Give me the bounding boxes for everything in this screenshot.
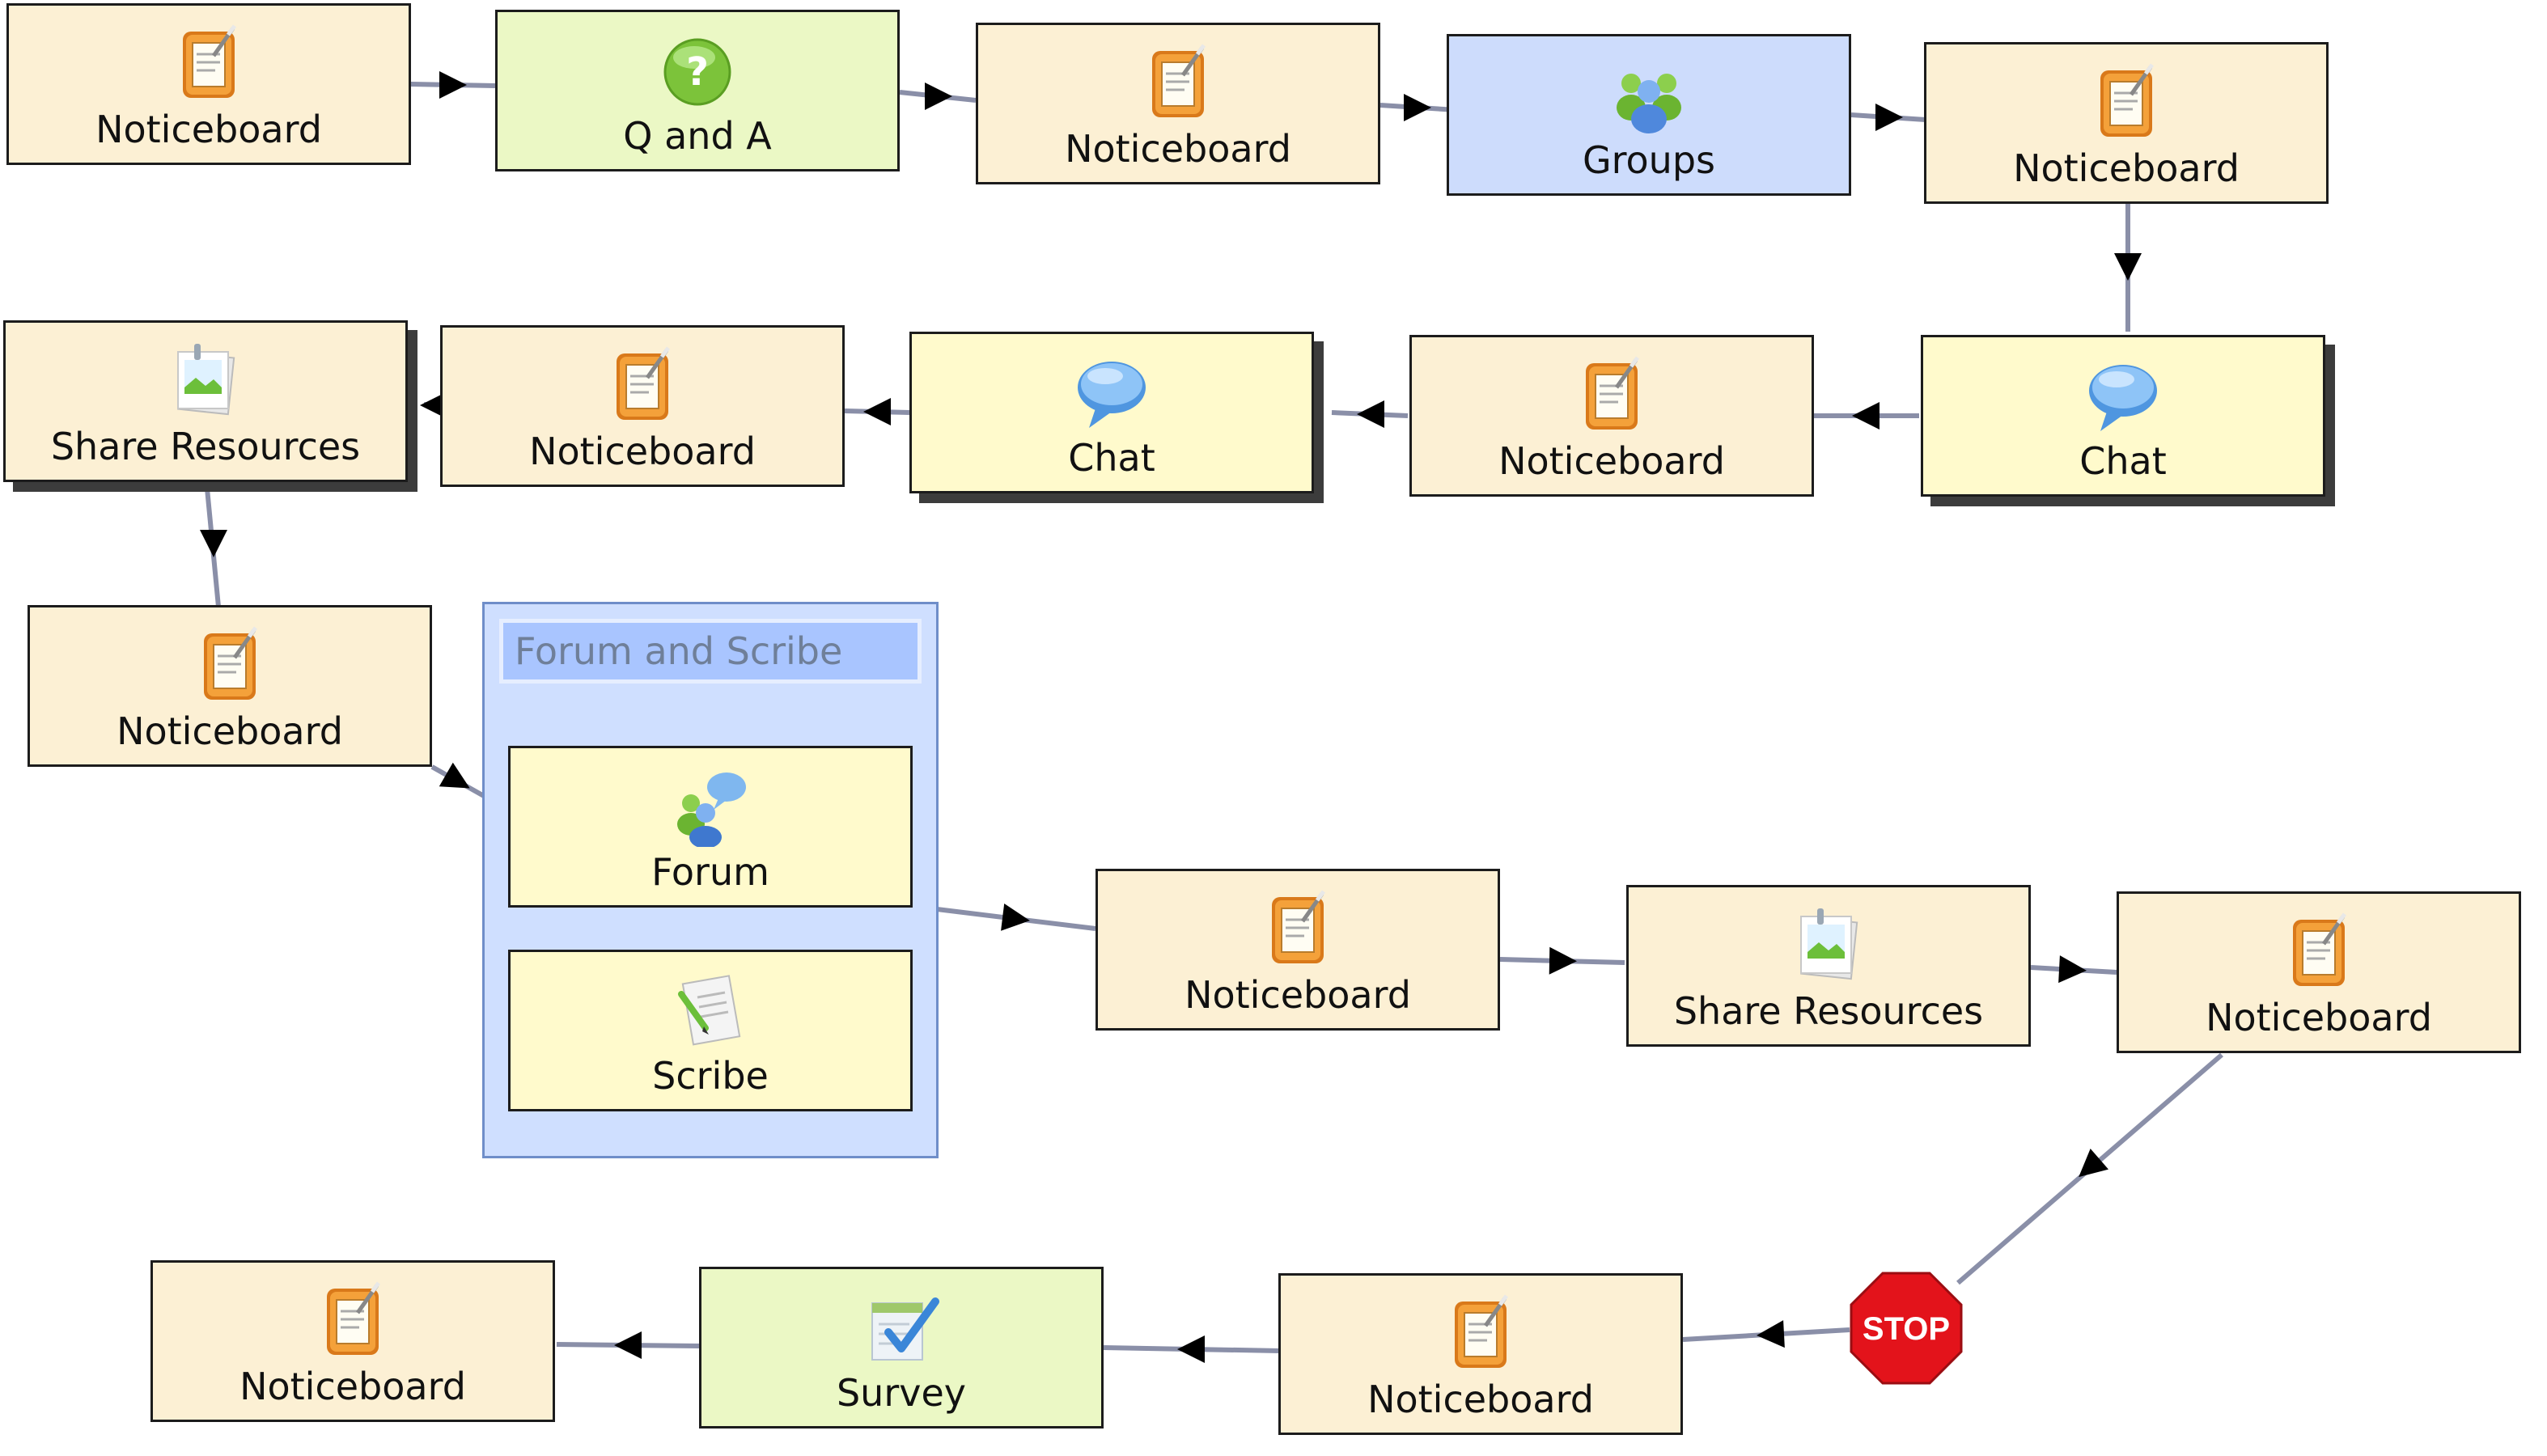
arrowhead (439, 762, 470, 789)
noticeboard-icon (168, 23, 249, 104)
scribe-icon (670, 970, 751, 1051)
activity-node-noticeboard[interactable]: Noticeboard (440, 325, 845, 487)
arrowhead (2058, 955, 2087, 984)
arrowhead (1357, 400, 1384, 428)
activity-node-chat[interactable]: Chat (1921, 335, 2325, 497)
activity-label: Noticeboard (117, 709, 343, 753)
noticeboard-icon (1257, 889, 1338, 970)
noticeboard-icon (189, 625, 270, 706)
activity-label: Forum (651, 850, 769, 894)
activity-label: Share Resources (1673, 989, 1984, 1033)
noticeboard-icon (1440, 1293, 1521, 1374)
arrowhead (1001, 904, 1030, 931)
stop-sign-icon[interactable]: STOP (1850, 1272, 1963, 1385)
arrowhead (614, 1331, 642, 1359)
arrowhead (1852, 402, 1880, 430)
activity-node-groups[interactable]: Groups (1447, 34, 1851, 196)
activity-label: Q and A (623, 114, 772, 158)
noticeboard-icon (2086, 62, 2167, 143)
activity-node-noticeboard[interactable]: Noticeboard (1278, 1273, 1683, 1435)
share-resources-icon (1788, 905, 1869, 986)
arrowhead (2114, 253, 2142, 281)
activity-node-noticeboard[interactable]: Noticeboard (976, 23, 1380, 184)
activity-node-noticeboard[interactable]: Noticeboard (150, 1260, 555, 1422)
arrowhead (1875, 104, 1903, 131)
arrowhead (200, 530, 227, 557)
noticeboard-icon (312, 1280, 393, 1361)
activity-label: Noticeboard (2013, 146, 2240, 190)
activity-label: Noticeboard (1185, 973, 1411, 1017)
activity-node-forum[interactable]: Forum (508, 746, 913, 908)
arrowhead (925, 83, 952, 110)
activity-label: Noticeboard (239, 1365, 466, 1408)
activity-label: Noticeboard (1065, 127, 1291, 171)
activity-label: Noticeboard (529, 430, 756, 473)
activity-node-survey[interactable]: Survey (699, 1267, 1104, 1428)
noticeboard-icon (2278, 912, 2359, 993)
activity-node-noticeboard[interactable]: Noticeboard (1096, 869, 1500, 1031)
chat-icon (1071, 352, 1152, 433)
activity-node-noticeboard[interactable]: Noticeboard (1409, 335, 1814, 497)
activity-label: Share Resources (50, 425, 361, 468)
survey-icon (861, 1287, 942, 1368)
noticeboard-icon (1138, 43, 1218, 124)
share-resources-icon (165, 341, 246, 421)
noticeboard-icon (602, 345, 683, 426)
forum-icon (670, 766, 751, 847)
activity-label: Chat (2079, 439, 2167, 483)
arrowhead (863, 398, 891, 425)
activity-label: Survey (836, 1371, 966, 1415)
activity-label: Noticeboard (1367, 1378, 1594, 1421)
arrowhead (1404, 94, 1431, 121)
groups-icon (1608, 54, 1689, 135)
activity-node-share[interactable]: Share Resources (1626, 885, 2031, 1047)
question-icon: ? (657, 30, 738, 111)
arrowhead (1177, 1335, 1205, 1363)
arrowhead (1549, 946, 1577, 975)
activity-label: Chat (1068, 436, 1155, 480)
svg-text:?: ? (686, 49, 709, 95)
arrowhead (439, 71, 467, 99)
activity-node-noticeboard[interactable]: Noticeboard (6, 3, 411, 165)
activity-label: Noticeboard (1498, 439, 1725, 483)
activity-label: Noticeboard (2206, 996, 2432, 1039)
activity-node-noticeboard[interactable]: Noticeboard (1924, 42, 2329, 204)
activity-label: Noticeboard (95, 108, 322, 151)
arrowhead (1757, 1320, 1785, 1348)
noticeboard-icon (1571, 355, 1652, 436)
activity-node-noticeboard[interactable]: Noticeboard (28, 605, 432, 767)
stop-label: STOP (1863, 1311, 1950, 1347)
activity-node-share[interactable]: Share Resources (3, 320, 408, 482)
activity-node-qa[interactable]: ? Q and A (495, 10, 900, 171)
group-title: Forum and Scribe (499, 619, 922, 684)
activity-node-forum[interactable]: Scribe (508, 950, 913, 1111)
chat-icon (2083, 355, 2163, 436)
activity-label: Scribe (652, 1054, 769, 1098)
activity-label: Groups (1582, 138, 1715, 182)
activity-node-noticeboard[interactable]: Noticeboard (2117, 891, 2521, 1053)
arrowhead (2079, 1149, 2108, 1178)
activity-node-chat[interactable]: Chat (909, 332, 1314, 493)
